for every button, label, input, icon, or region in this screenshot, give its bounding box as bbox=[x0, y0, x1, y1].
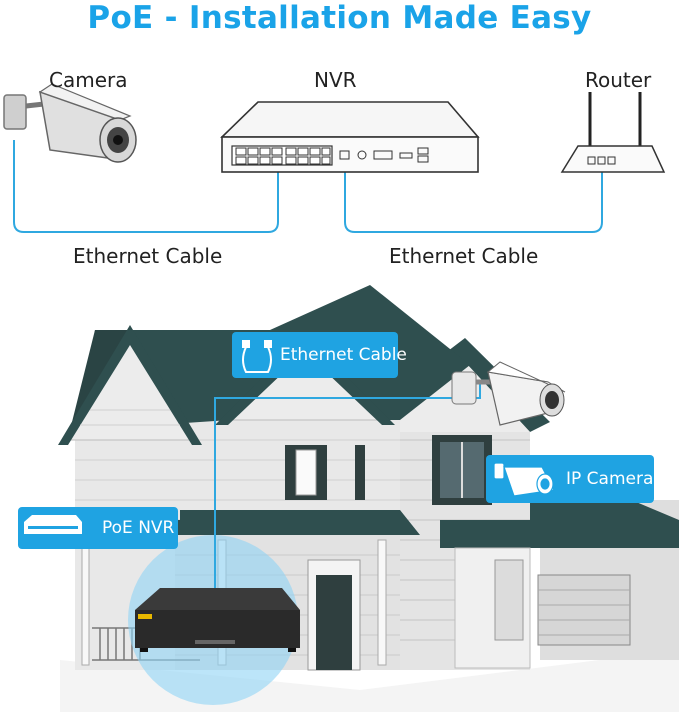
right-cable-label: Ethernet Cable bbox=[389, 244, 539, 268]
nvr-router-cable bbox=[344, 166, 603, 233]
poe-nvr-callout-label: PoE NVR bbox=[102, 518, 175, 538]
house-nvr-icon bbox=[135, 588, 300, 652]
page-title: PoE - Installation Made Easy bbox=[87, 0, 592, 36]
nvr-icon bbox=[220, 101, 480, 173]
left-cable-label: Ethernet Cable bbox=[73, 244, 223, 268]
house-camera-icon bbox=[451, 361, 566, 426]
camera-label: Camera bbox=[49, 68, 128, 92]
camera-icon bbox=[3, 83, 137, 163]
ip-camera-callout-label: IP Camera bbox=[566, 469, 654, 489]
ethernet-cable-callout-label: Ethernet Cable bbox=[280, 345, 407, 365]
camera-nvr-cable bbox=[13, 140, 279, 233]
nvr-label: NVR bbox=[314, 68, 357, 92]
router-label: Router bbox=[585, 68, 652, 92]
ip-camera-callout: IP Camera bbox=[486, 455, 654, 503]
house-ethernet-cable bbox=[214, 380, 481, 600]
ethernet-cable-callout: Ethernet Cable bbox=[232, 332, 407, 378]
poe-nvr-callout: PoE NVR bbox=[18, 507, 178, 549]
router-icon bbox=[560, 92, 666, 173]
